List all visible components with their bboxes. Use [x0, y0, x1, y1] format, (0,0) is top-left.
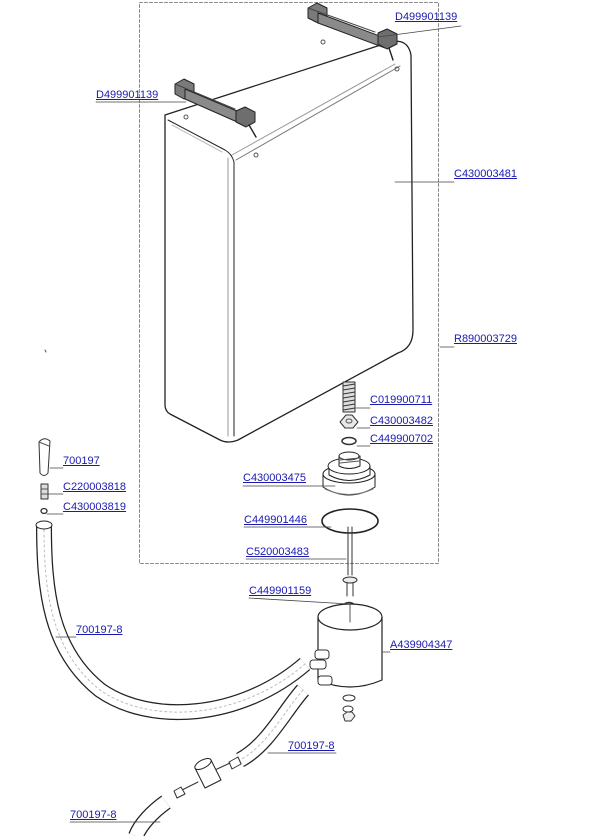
label-tank[interactable]: C430003481 — [454, 168, 518, 180]
label-tube-end[interactable]: 700197 — [63, 455, 100, 467]
label-hose-left[interactable]: 700197-8 — [76, 624, 123, 636]
leader-lines — [46, 25, 462, 823]
assembly-boundary — [139, 2, 439, 564]
tube-plug — [40, 483, 49, 500]
label-pin-seal[interactable]: C449901159 — [249, 585, 312, 597]
label-seat-oring[interactable]: C449900702 — [370, 433, 434, 445]
hose-bottom — [128, 795, 171, 836]
hose-left — [35, 520, 311, 721]
tube-ring — [40, 507, 48, 515]
label-body-oring[interactable]: C449901446 — [244, 514, 308, 526]
seat-oring — [341, 436, 357, 446]
label-valve-seat[interactable]: C430003482 — [370, 415, 434, 427]
label-hose-bottom[interactable]: 700197-8 — [70, 809, 117, 821]
valve-body — [322, 451, 376, 496]
valve-pin — [342, 526, 358, 597]
label-tank-clip-left[interactable]: D499901139 — [96, 89, 159, 101]
label-tube-ring[interactable]: C430003819 — [63, 501, 127, 513]
label-tank-assembly[interactable]: R890003729 — [454, 333, 518, 345]
tube-end — [38, 438, 51, 476]
valve-seat — [339, 414, 359, 429]
label-hose-middle[interactable]: 700197-8 — [288, 740, 335, 752]
reservoir — [309, 603, 383, 722]
label-tube-plug[interactable]: C220003818 — [63, 481, 127, 493]
body-oring — [321, 508, 379, 534]
inline-filter — [173, 756, 242, 799]
label-valve-body[interactable]: C430003475 — [243, 472, 307, 484]
tank-clip-top — [307, 2, 398, 61]
label-reservoir[interactable]: A439904347 — [390, 639, 453, 651]
spring — [342, 381, 356, 413]
water-tank — [164, 39, 414, 443]
label-spring[interactable]: C019900711 — [370, 394, 433, 406]
hose-middle — [235, 684, 310, 768]
label-valve-pin[interactable]: C520003483 — [246, 546, 310, 558]
tank-clip-left — [174, 78, 257, 138]
stray-mark — [44, 349, 47, 353]
label-tank-clip-top[interactable]: D499901139 — [395, 11, 458, 23]
